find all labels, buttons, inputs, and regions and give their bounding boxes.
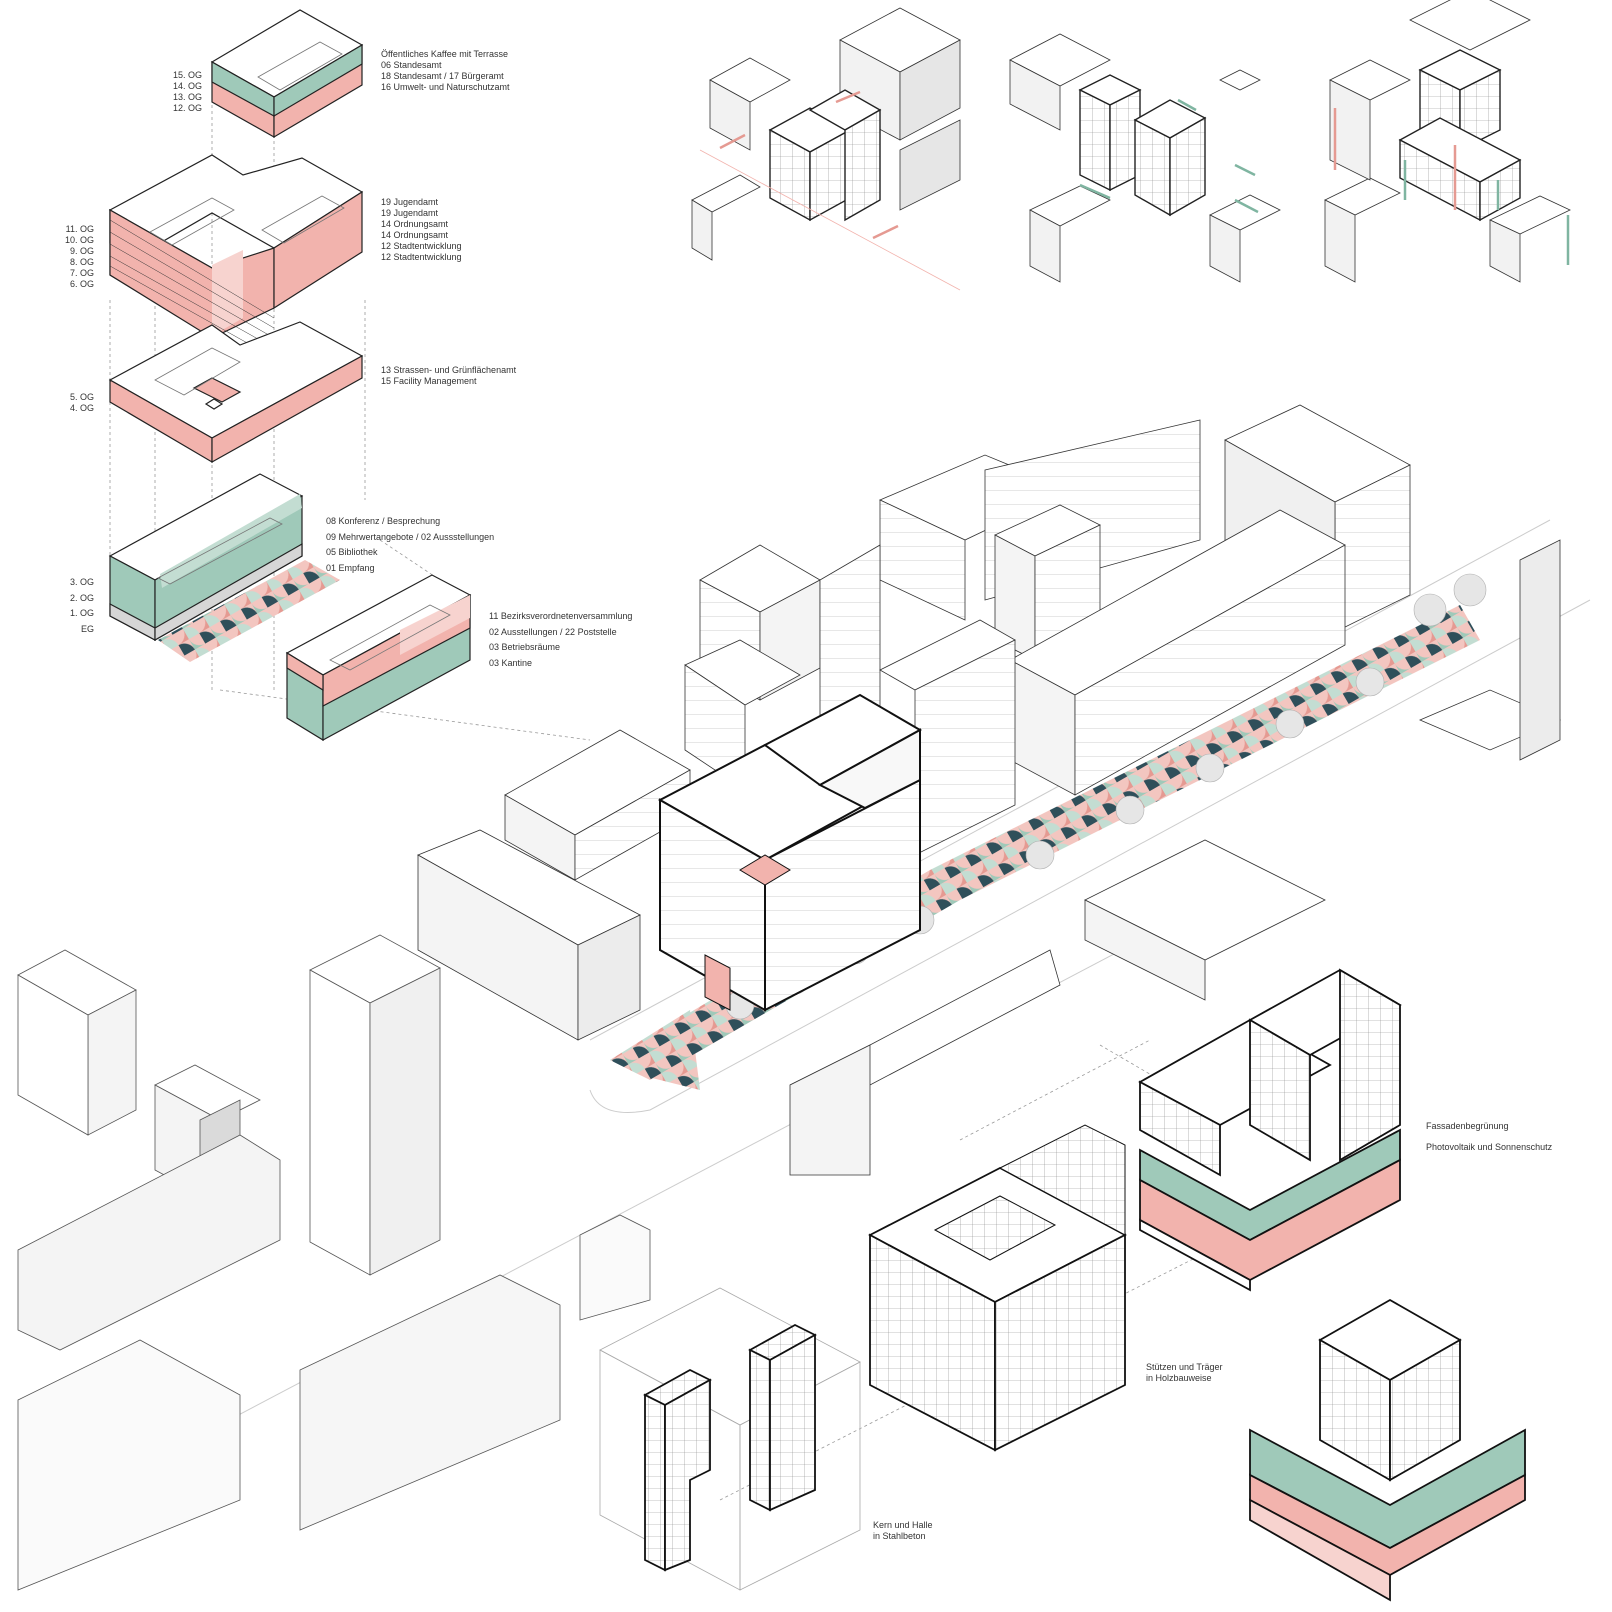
floor-label: EG [80, 623, 94, 634]
use-label: 08 Konferenz / Besprechung [326, 516, 441, 526]
floor-label: 14. OG [172, 81, 202, 91]
bottom-left-buildings [17, 934, 651, 1591]
floor-label: 7. OG [69, 268, 94, 278]
floor-label: 11. OG [65, 224, 94, 234]
core-label-line: Kern und Halle [873, 1520, 933, 1530]
floor-label: 5. OG [69, 392, 94, 402]
floor-label: 2. OG [69, 592, 94, 603]
block-4-5-og [108, 321, 364, 464]
background-buildings [417, 404, 1411, 1041]
facade-green-label: Fassadenbegrünung [1426, 1121, 1509, 1131]
use-label: 18 Standesamt / 17 Bürgeramt [381, 71, 504, 81]
timber-frame-diagram [868, 1124, 1127, 1452]
floor-label: 15. OG [172, 70, 202, 80]
central-tower [657, 693, 923, 1012]
use-label: 13 Strassen- und Grünflächenamt [381, 365, 517, 375]
block-6-11-og [108, 154, 364, 359]
block-12-15-og [210, 9, 364, 139]
floor-labels-eg-3: 3. OG 2. OG 1. OG EG [42, 577, 94, 639]
floor-labels-12-15: 15. OG 14. OG 13. OG 12. OG [150, 70, 202, 114]
front-right-buildings [789, 539, 1562, 1176]
floor-label: 9. OG [69, 246, 94, 256]
floor-label: 13. OG [172, 92, 202, 102]
block-side [285, 574, 472, 742]
floor-labels-4-5: 5. OG 4. OG [42, 392, 94, 414]
use-label: 16 Umwelt- und Naturschutzamt [381, 82, 510, 92]
use-label: 02 Ausstellungen / 22 Poststelle [489, 626, 617, 637]
mosaic-plaza-front [610, 1010, 700, 1090]
use-label: 19 Jugendamt [381, 197, 439, 207]
exploded-floor-stack [108, 9, 591, 742]
facade-diagram-upper [1138, 968, 1402, 1292]
context-view-1 [691, 6, 970, 291]
use-label: 14 Ordnungsamt [381, 219, 449, 229]
timber-label-line: Stützen und Träger [1146, 1362, 1223, 1372]
use-labels-eg-3: 08 Konferenz / Besprechung 09 Mehrwertan… [326, 516, 494, 578]
facade-diagram-lower [1249, 1298, 1526, 1602]
use-label: 14 Ordnungsamt [381, 230, 449, 240]
use-label: 19 Jugendamt [381, 208, 439, 218]
use-label: 09 Mehrwertangebote / 02 Aussstellungen [326, 531, 495, 542]
floor-label: 1. OG [69, 608, 94, 618]
use-label: 15 Facility Management [381, 376, 477, 386]
use-label: 12 Stadtentwicklung [381, 241, 462, 251]
use-label: 03 Kantine [489, 657, 533, 668]
use-labels-4-5: 13 Strassen- und Grünflächenamt 15 Facil… [381, 365, 516, 387]
core-label-line: in Stahlbeton [873, 1531, 926, 1541]
floor-label: 8. OG [69, 257, 94, 267]
use-label: Öffentliches Kaffee mit Terrasse [381, 49, 509, 59]
floor-label: 6. OG [69, 279, 94, 289]
context-view-2 [1008, 6, 1286, 283]
use-label: 11 Bezirksverordnetenversammlung [489, 611, 633, 621]
use-label: 06 Standesamt [381, 60, 442, 70]
use-label: 03 Betriebsräume [489, 642, 561, 652]
floor-label: 4. OG [69, 403, 94, 413]
use-labels-12-15: Öffentliches Kaffee mit Terrasse 06 Stan… [381, 49, 510, 93]
floor-label: 10. OG [64, 235, 94, 245]
block-eg-3-og [108, 473, 340, 662]
floor-label: 3. OG [69, 577, 94, 587]
floor-labels-6-11: 11. OG 10. OG 9. OG 8. OG 7. OG 6. OG [42, 224, 94, 290]
core-label: Kern und Halle in Stahlbeton [873, 1520, 933, 1542]
timber-label: Stützen und Träger in Holzbauweise [1146, 1362, 1223, 1384]
context-view-3 [1322, 0, 1600, 283]
floor-label: 12. OG [172, 103, 202, 113]
use-label: 12 Stadtentwicklung [381, 252, 462, 262]
facade-pv-label: Photovoltaik und Sonnenschutz [1426, 1142, 1553, 1152]
use-label: 05 Bibliothek [326, 547, 378, 557]
site-axonometric [17, 404, 1591, 1591]
use-labels-side-block: 11 Bezirksverordnetenversammlung 02 Auss… [489, 611, 632, 673]
use-label: 01 Empfang [326, 562, 375, 573]
use-labels-6-11: 19 Jugendamt 19 Jugendamt 14 Ordnungsamt… [381, 197, 462, 263]
core-and-hall-diagram [599, 1287, 861, 1591]
timber-label-line: in Holzbauweise [1146, 1373, 1212, 1383]
